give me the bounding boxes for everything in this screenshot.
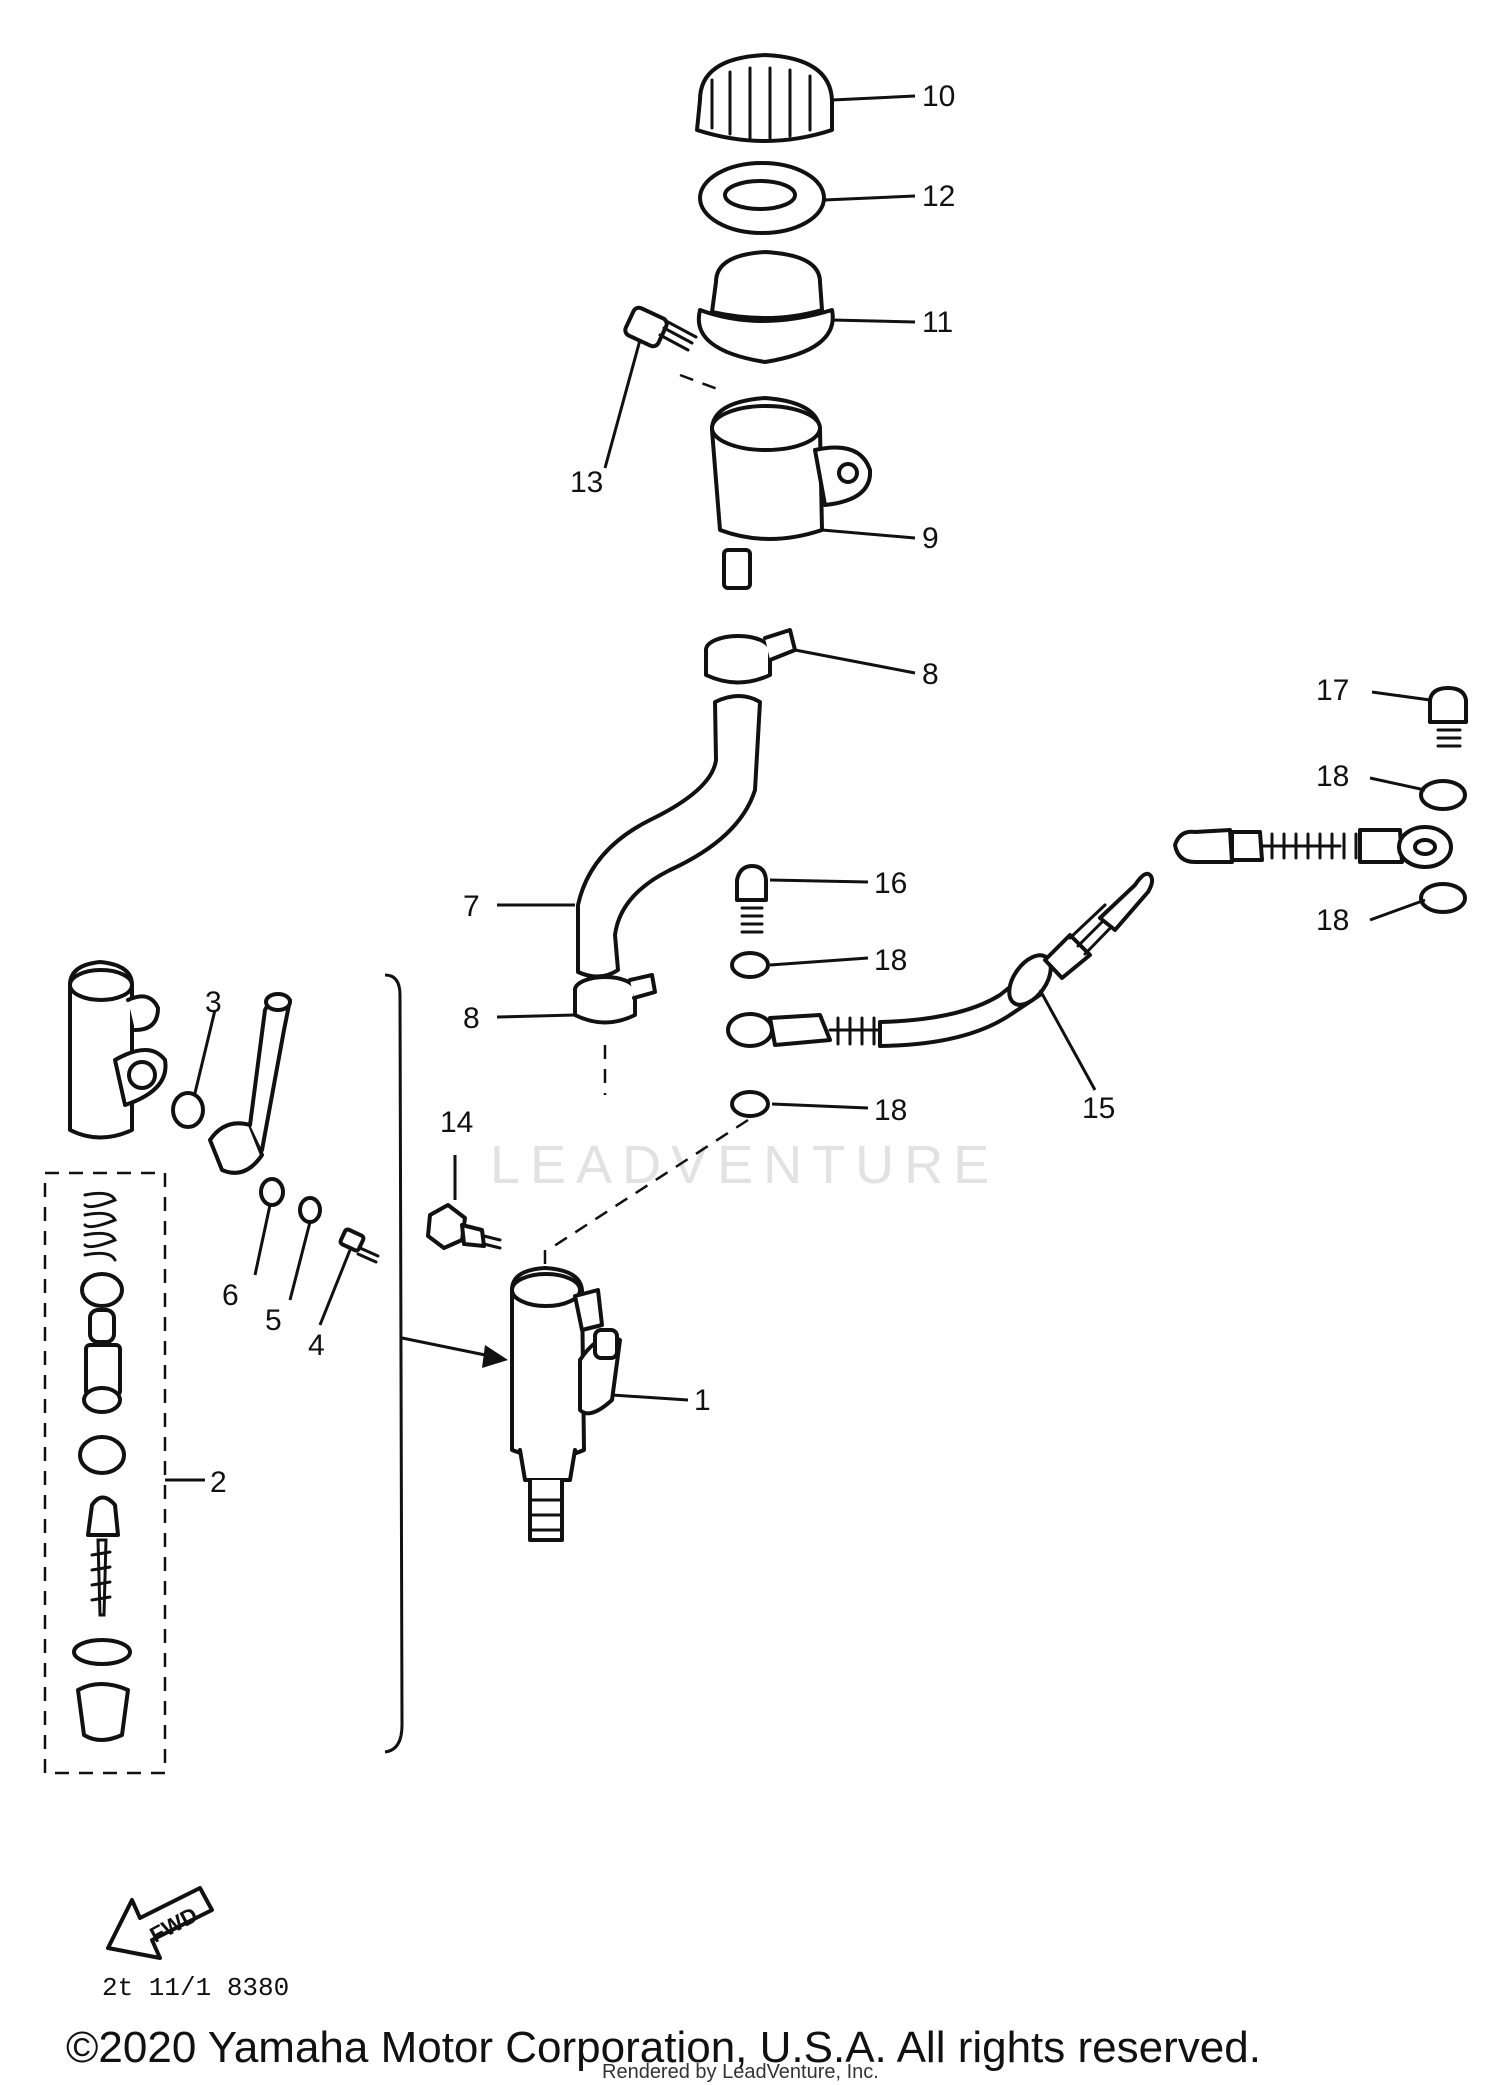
hose-joint-fitting[interactable] bbox=[208, 992, 292, 1175]
label-18-c: 18 bbox=[1316, 760, 1349, 793]
part-7-reservoir-hose[interactable] bbox=[576, 694, 762, 979]
part-5-washer[interactable] bbox=[298, 1196, 322, 1224]
part-2-piston-kit-box[interactable] bbox=[43, 1171, 167, 1775]
part-6-washer[interactable] bbox=[259, 1177, 285, 1207]
label-15: 15 bbox=[1082, 1092, 1115, 1125]
label-18-a: 18 bbox=[874, 944, 907, 977]
part-10-reservoir-cap[interactable] bbox=[695, 53, 834, 143]
part-2-piston-kit bbox=[72, 1191, 132, 1742]
label-14: 14 bbox=[440, 1106, 473, 1139]
label-1: 1 bbox=[694, 1384, 711, 1417]
part-14-bolt[interactable] bbox=[426, 1203, 502, 1250]
label-7: 7 bbox=[463, 890, 480, 923]
part-16-union-bolt[interactable] bbox=[735, 864, 768, 934]
label-12: 12 bbox=[922, 180, 955, 213]
fwd-arrow-icon: FWD bbox=[106, 1886, 214, 1960]
label-3: 3 bbox=[205, 986, 222, 1019]
leader-lines bbox=[165, 94, 1431, 1482]
part-18-washer-b[interactable] bbox=[730, 1090, 770, 1118]
label-2: 2 bbox=[210, 1466, 227, 1499]
label-4: 4 bbox=[308, 1329, 325, 1362]
watermark-text: LEADVENTURE bbox=[490, 1135, 999, 1195]
part-3-o-ring[interactable] bbox=[171, 1091, 205, 1129]
copyright-notice: ©2020 Yamaha Motor Corporation, U.S.A. A… bbox=[66, 2023, 1261, 2072]
part-15-brake-hose[interactable] bbox=[768, 871, 1155, 1048]
part-11-diaphragm[interactable] bbox=[696, 250, 835, 364]
part-18-washer-d[interactable] bbox=[1419, 882, 1467, 914]
part-17-union-bolt[interactable] bbox=[1428, 686, 1468, 748]
label-6: 6 bbox=[222, 1279, 239, 1312]
callout-labels: 10 12 11 13 9 8 7 8 16 18 18 15 17 18 18… bbox=[205, 80, 1349, 1499]
label-17: 17 bbox=[1316, 674, 1349, 707]
assembly-arrow bbox=[401, 1336, 501, 1360]
part-8-hose-clamp-upper[interactable] bbox=[704, 628, 797, 685]
label-8-upper: 8 bbox=[922, 658, 939, 691]
rendered-by-note: Rendered by LeadVenture, Inc. bbox=[602, 2061, 879, 2083]
part-4-bolt[interactable] bbox=[338, 1227, 380, 1264]
label-9: 9 bbox=[922, 522, 939, 555]
label-8-lower: 8 bbox=[463, 1002, 480, 1035]
label-18-d: 18 bbox=[1316, 904, 1349, 937]
part-18-washer-c[interactable] bbox=[1419, 779, 1467, 811]
label-5: 5 bbox=[265, 1304, 282, 1337]
part-9-reservoir-tank[interactable] bbox=[710, 396, 873, 590]
assembly-arrow-head bbox=[482, 1345, 508, 1368]
part-8-hose-clamp-lower[interactable] bbox=[573, 973, 657, 1025]
alignment-line-banjo bbox=[547, 1118, 749, 1252]
label-11: 11 bbox=[922, 306, 953, 339]
part-1-master-cylinder[interactable] bbox=[510, 1266, 622, 1542]
hose-upper-end[interactable] bbox=[1173, 825, 1453, 869]
assembly-bracket bbox=[384, 973, 404, 1754]
alignment-line-cap bbox=[679, 373, 721, 392]
part-12-diaphragm-ring[interactable] bbox=[698, 161, 826, 235]
label-13: 13 bbox=[570, 466, 603, 499]
label-16: 16 bbox=[874, 867, 907, 900]
part-13-reservoir-screw[interactable] bbox=[623, 305, 698, 352]
part-18-washer-a[interactable] bbox=[730, 951, 770, 979]
label-18-b: 18 bbox=[874, 1094, 907, 1127]
drawing-code: 2t 11/1 8380 bbox=[102, 1973, 289, 2003]
banjo-fitting[interactable] bbox=[726, 1012, 774, 1048]
label-10: 10 bbox=[922, 80, 955, 113]
cylinder-body-exploded[interactable] bbox=[68, 960, 168, 1140]
